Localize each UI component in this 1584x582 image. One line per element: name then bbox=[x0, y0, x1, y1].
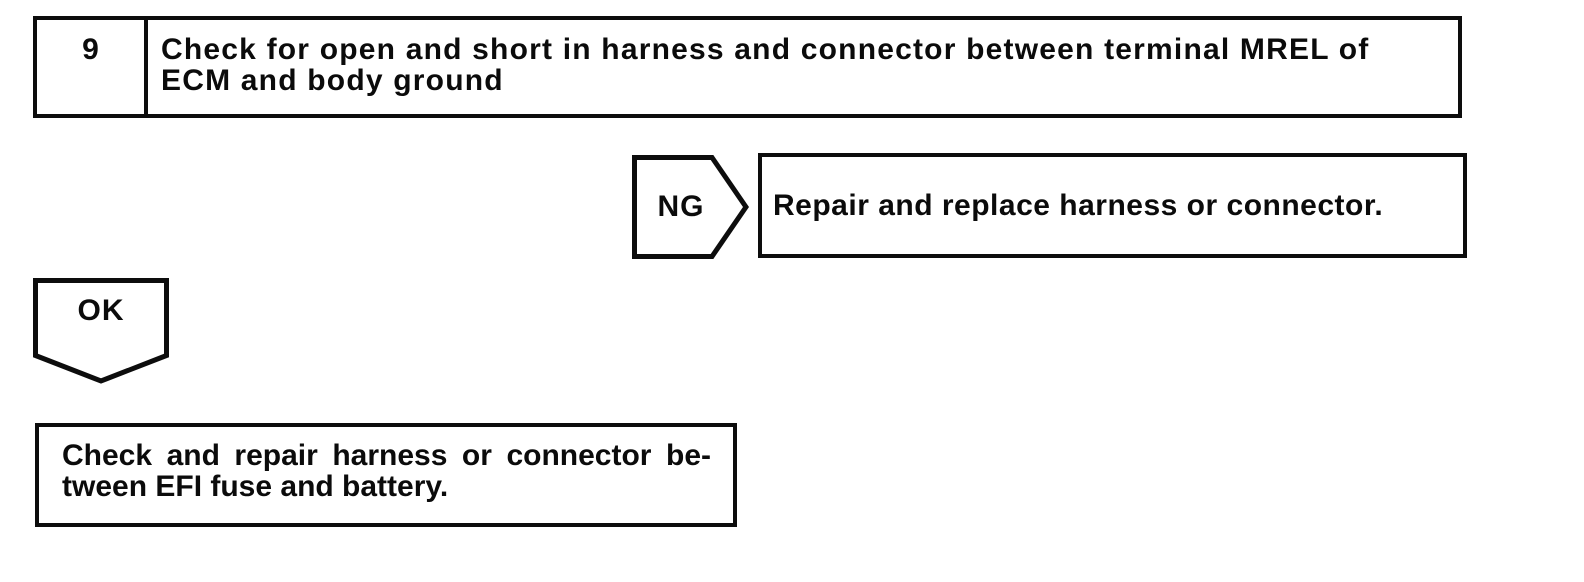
step-title: Check for open and short in harness and … bbox=[148, 20, 1458, 114]
step-title-line-2: ECM and body ground bbox=[161, 64, 504, 97]
step-title-line-1: Check for open and short in harness and … bbox=[161, 33, 1370, 66]
ok-action-line-2: tween EFI fuse and battery. bbox=[62, 470, 449, 503]
step-header-box: 9 Check for open and short in harness an… bbox=[33, 16, 1462, 118]
ng-label: NG bbox=[657, 190, 705, 223]
ng-action-text: Repair and replace harness or connector. bbox=[773, 188, 1384, 222]
ok-action-line-1: Check and repair harness or connector be… bbox=[62, 440, 711, 471]
ng-connector: NG bbox=[632, 155, 749, 259]
ok-action-box: Check and repair harness or connector be… bbox=[35, 423, 737, 527]
ok-pentagon-icon bbox=[33, 278, 169, 384]
ok-label: OK bbox=[77, 294, 125, 327]
ng-pentagon-icon bbox=[632, 155, 749, 259]
step-number: 9 bbox=[37, 20, 148, 114]
ok-connector: OK bbox=[33, 278, 169, 384]
ng-action-box: Repair and replace harness or connector. bbox=[758, 153, 1467, 258]
